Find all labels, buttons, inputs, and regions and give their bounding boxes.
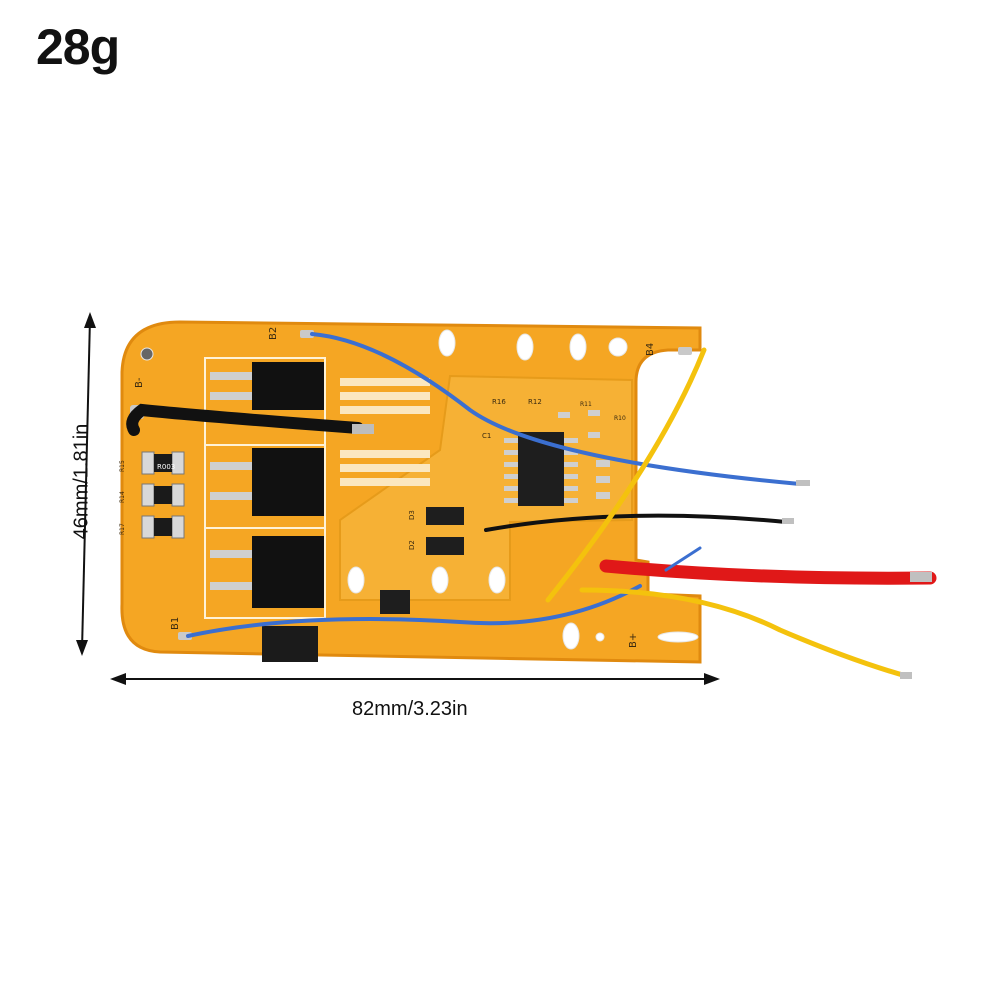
label-b-plus: B+	[628, 633, 639, 648]
label-r17: R17	[119, 523, 126, 535]
label-d2: D2	[408, 540, 416, 550]
label-b2: B2	[268, 327, 279, 340]
label-b-minus: B-	[134, 377, 145, 388]
label-r003: R003	[157, 463, 175, 471]
label-b4: B4	[645, 343, 656, 356]
mounting-holes	[140, 329, 699, 650]
width-dimension-arrow	[110, 673, 720, 685]
wires	[126, 332, 937, 679]
label-r14: R14	[119, 491, 126, 503]
label-r11: R11	[580, 401, 592, 408]
label-b1: B1	[170, 617, 181, 630]
height-dimension-arrow	[76, 312, 96, 656]
weight-label: 28g	[36, 19, 120, 75]
label-c1: C1	[482, 432, 491, 440]
label-r15: R15	[119, 460, 126, 472]
pcb-board	[120, 320, 702, 664]
width-dimension-label: 82mm/3.23in	[352, 698, 468, 720]
mosfet-transistors	[210, 362, 324, 662]
label-d3: D3	[408, 510, 416, 520]
label-r10: R10	[614, 415, 626, 422]
height-dimension-label: 46mm/1.81in	[70, 423, 93, 540]
silkscreen-labels: B- B1 B2 B4 B+ R003 R15 R14 R17 R16 R12 …	[119, 327, 656, 648]
shunt-resistors	[141, 451, 185, 539]
label-r16: R16	[492, 398, 506, 406]
label-r12: R12	[528, 398, 542, 406]
